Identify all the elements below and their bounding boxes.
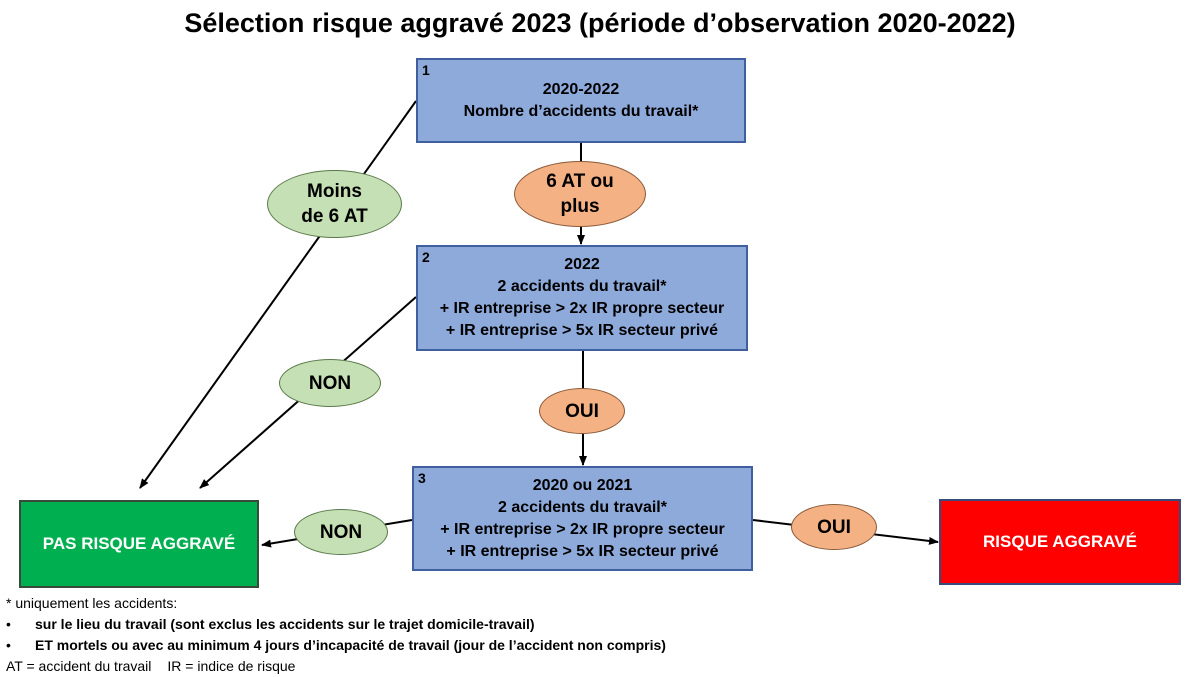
condition-six-or-more: 6 AT ou plus [514, 161, 646, 227]
step1-period: 2020-2022 [542, 80, 620, 98]
condition-step2-yes-label: OUI [565, 400, 599, 422]
outcome-not-aggravated: PAS RISQUE AGGRAVÉ [19, 500, 259, 588]
footnote-bullet-workplace-text: sur le lieu du travail (sont exclus les … [35, 616, 535, 632]
condition-less-than-6-line2: de 6 AT [301, 206, 368, 227]
footnote-bullet-incapacity-text: ET mortels ou avec au minimum 4 jours d’… [35, 637, 666, 653]
step2-number: 2 [422, 249, 430, 265]
footnote-bullet-workplace: • sur le lieu du travail (sont exclus les… [6, 614, 666, 635]
footnotes: * uniquement les accidents: • sur le lieu… [6, 593, 666, 677]
arrow-step1-to-not-aggravated [139, 100, 417, 489]
condition-step3-no-label: NON [319, 521, 363, 543]
outcome-aggravated: RISQUE AGGRAVÉ [939, 499, 1181, 585]
condition-step3-no: NON [294, 509, 388, 555]
bullet-symbol: • [6, 616, 11, 632]
condition-six-or-more-line1: 6 AT ou [546, 171, 614, 192]
condition-less-than-6: Moins de 6 AT [267, 170, 402, 238]
footnote-legend: AT = accident du travail IR = indice de r… [6, 656, 666, 677]
step3-ir-sector: + IR entreprise > 2x IR propre secteur [440, 520, 725, 538]
step2-accidents: 2 accidents du travail* [497, 278, 667, 295]
condition-step2-yes: OUI [539, 388, 625, 434]
step2-ir-sector: + IR entreprise > 2x IR propre secteur [439, 300, 725, 317]
step3-ir-private: + IR entreprise > 5x IR secteur privé [446, 542, 719, 560]
step3-accidents: 2 accidents du travail* [498, 498, 667, 516]
step3-number: 3 [418, 470, 426, 486]
legend-ir: IR = indice de risque [167, 658, 296, 674]
legend-at: AT = accident du travail [6, 658, 152, 674]
condition-six-or-more-line2: plus [560, 196, 600, 217]
step3-box: 3 2020 ou 2021 2 accidents du travail* +… [412, 466, 753, 571]
step2-box: 2 2022 2 accidents du travail* + IR entr… [416, 245, 748, 351]
condition-step3-yes: OUI [791, 504, 877, 550]
footnote-intro: * uniquement les accidents: [6, 595, 178, 611]
footnote-bullet-incapacity: • ET mortels ou avec au minimum 4 jours d… [6, 635, 666, 656]
step2-year: 2022 [564, 256, 600, 273]
step1-criterion: Nombre d’accidents du travail* [463, 102, 699, 120]
diagram-title: Sélection risque aggravé 2023 (période d… [184, 8, 1016, 38]
condition-step3-yes-label: OUI [817, 516, 851, 538]
bullet-symbol: • [6, 637, 11, 653]
step3-years: 2020 ou 2021 [532, 476, 633, 494]
condition-less-than-6-line1: Moins [307, 181, 362, 202]
step1-box: 1 2020-2022 Nombre d’accidents du travai… [416, 58, 746, 143]
condition-step2-no: NON [279, 359, 381, 407]
step1-number: 1 [422, 62, 430, 78]
step2-ir-private: + IR entreprise > 5x IR secteur privé [445, 322, 719, 339]
condition-step2-no-label: NON [308, 372, 352, 394]
